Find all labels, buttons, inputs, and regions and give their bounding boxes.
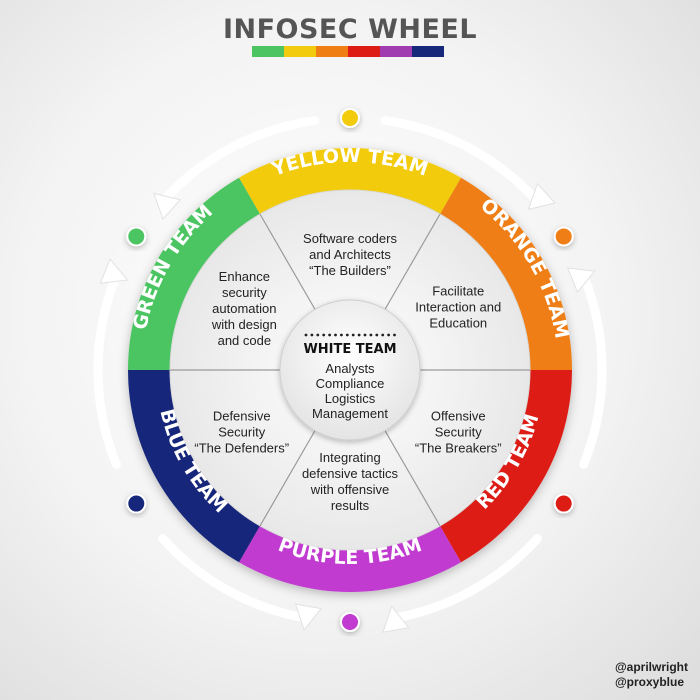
description-line: Facilitate — [432, 284, 484, 299]
white-team-line: Logistics — [325, 391, 376, 406]
credit-line-2: @proxyblue — [614, 675, 684, 689]
ring-arrow-head — [566, 267, 596, 294]
color-swatch-red — [348, 46, 380, 57]
cycle-dot-orange — [553, 226, 574, 247]
page-title: INFOSEC WHEEL — [222, 14, 478, 45]
cycle-arrows — [99, 182, 596, 633]
dot-divider — [369, 333, 373, 337]
description-line: security — [222, 285, 267, 300]
dot-divider — [381, 333, 385, 337]
outer-cycle-ring — [93, 115, 607, 623]
description-line: “The Breakers” — [415, 441, 502, 456]
description-line: Enhance — [219, 269, 270, 284]
segment-red — [438, 370, 572, 563]
cycle-dots — [126, 108, 574, 632]
white-team-line: Analysts — [325, 361, 375, 376]
dot-divider — [387, 333, 390, 337]
ring-arrow-head — [527, 182, 556, 211]
dot-divider — [345, 333, 349, 337]
ring-arc — [579, 271, 607, 469]
description-line: with design — [211, 317, 277, 332]
description-line: Offensive — [431, 409, 486, 424]
dot-divider — [357, 333, 361, 337]
dot-divider — [316, 333, 320, 337]
segment-blue — [128, 370, 262, 563]
dot-divider — [322, 333, 326, 337]
dot-divider — [304, 333, 308, 337]
color-strip — [252, 46, 444, 57]
white-team-title: WHITE TEAM — [303, 342, 396, 357]
cycle-dot-green — [126, 226, 147, 247]
segment-divider — [259, 430, 316, 527]
description-line: Security — [218, 425, 265, 440]
description-line: defensive tactics — [302, 466, 399, 481]
segment-green — [128, 177, 262, 370]
description-line: automation — [212, 301, 276, 316]
description-line: “The Builders” — [309, 263, 391, 278]
dot-divider — [393, 333, 396, 337]
ring-arc — [158, 115, 320, 206]
dot-divider — [363, 333, 367, 337]
dot-divider — [328, 333, 331, 337]
color-swatch-navy — [412, 46, 444, 57]
ring-arc — [158, 534, 311, 623]
white-team-line: Compliance — [316, 376, 385, 391]
description-line: and Architects — [309, 247, 391, 262]
ring-arrow-head — [382, 605, 410, 633]
description-line: results — [331, 498, 370, 513]
color-swatch-orange — [316, 46, 348, 57]
segment-divider — [384, 430, 441, 527]
ring-arrow-head — [153, 192, 182, 221]
center-disc — [279, 299, 421, 441]
segment-divider — [384, 213, 441, 310]
credit-handles: @aprilwright @proxyblue — [615, 660, 688, 690]
cycle-dot-purple — [340, 612, 360, 632]
ring-arrow-head — [99, 258, 129, 284]
cycle-dot-blue — [126, 493, 147, 514]
description-line: with offensive — [310, 482, 390, 497]
dot-divider — [351, 333, 355, 337]
segment-orange — [438, 177, 572, 370]
description-line: Security — [435, 425, 482, 440]
ring-arc — [380, 115, 542, 206]
description-line: Interaction and — [415, 300, 501, 315]
ring-arrow-head — [294, 603, 323, 632]
dot-divider — [375, 333, 379, 337]
dot-divider — [310, 333, 314, 337]
description-line: Education — [429, 316, 487, 331]
description-line: Defensive — [213, 409, 271, 424]
ring-arc — [93, 271, 121, 469]
description-line: and code — [218, 333, 272, 348]
description-line: “The Defenders” — [194, 441, 289, 456]
dot-divider — [340, 333, 343, 337]
dot-divider — [334, 333, 337, 337]
credit-line-1: @aprilwright — [614, 660, 688, 674]
description-line: Software coders — [303, 231, 397, 246]
ring-arc — [389, 534, 542, 623]
color-swatch-purple — [380, 46, 412, 57]
cycle-dot-red — [553, 493, 574, 514]
cycle-dot-yellow — [340, 108, 360, 128]
color-swatch-yellow — [284, 46, 316, 57]
description-line: Integrating — [319, 450, 380, 465]
white-team-line: Management — [312, 406, 388, 421]
color-swatch-green — [252, 46, 284, 57]
segment-divider — [259, 213, 316, 310]
